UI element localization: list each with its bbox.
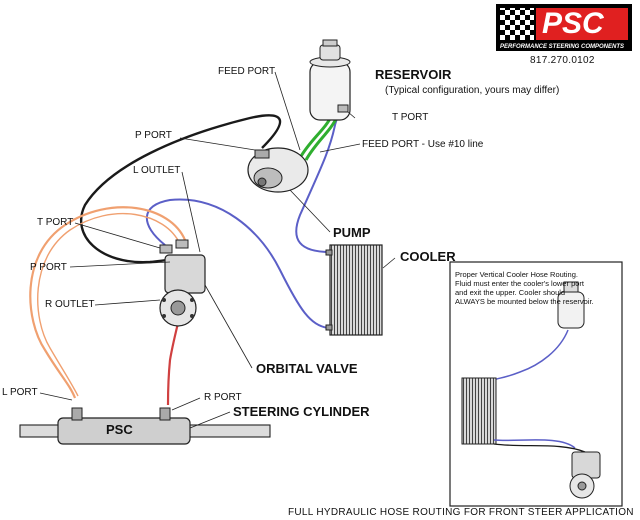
label-r-outlet: R OUTLET <box>45 299 95 310</box>
label-l-outlet: L OUTLET <box>133 165 181 176</box>
label-feed-port-top: FEED PORT <box>218 66 276 77</box>
label-steering-cylinder: STEERING CYLINDER <box>233 404 370 419</box>
label-t-port-valve: T PORT <box>37 217 74 228</box>
logo-tagline: PERFORMANCE STEERING COMPONENTS <box>500 44 625 50</box>
label-p-port-top: P PORT <box>135 130 172 141</box>
return-hose-valve-cooler <box>145 198 329 329</box>
label-reservoir: RESERVOIR <box>375 67 452 82</box>
inset-note: Proper Vertical Cooler Hose Routing. Flu… <box>455 270 594 306</box>
psc-logo <box>496 4 632 51</box>
label-feed-port-note: FEED PORT - Use #10 line <box>362 139 484 150</box>
label-r-port: R PORT <box>204 392 242 403</box>
label-pump: PUMP <box>333 225 371 240</box>
orbital-valve <box>159 239 206 327</box>
label-cylinder-text: PSC <box>106 422 133 437</box>
label-l-port: L PORT <box>2 387 38 398</box>
label-orbital-valve: ORBITAL VALVE <box>256 361 358 376</box>
steering-cylinder <box>19 407 271 445</box>
label-reservoir-note: (Typical configuration, yours may differ… <box>385 85 560 96</box>
logo-brand: PSC <box>542 7 604 40</box>
pump <box>247 147 309 193</box>
diagram-caption: FULL HYDRAULIC HOSE ROUTING FOR FRONT ST… <box>288 507 634 518</box>
pressure-hose <box>79 114 282 264</box>
inset-panel <box>449 261 623 507</box>
label-t-port-reservoir: T PORT <box>392 112 429 123</box>
phone-number: 817.270.0102 <box>530 55 595 66</box>
reservoir <box>309 39 351 121</box>
left-hose <box>29 206 187 399</box>
label-p-port-valve: P PORT <box>30 262 67 273</box>
leader-lines <box>39 71 396 429</box>
cooler <box>325 244 383 336</box>
label-cooler: COOLER <box>400 249 456 264</box>
